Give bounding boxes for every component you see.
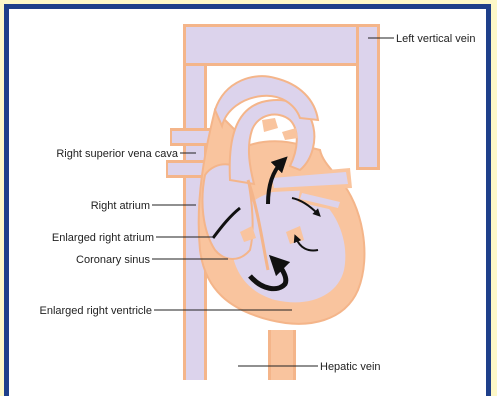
label-left-vertical-vein: Left vertical vein (396, 33, 475, 45)
label-hepatic-vein: Hepatic vein (320, 361, 381, 373)
label-right-superior-vena-cava: Right superior vena cava (56, 148, 179, 160)
label-right-atrium: Right atrium (91, 200, 150, 212)
label-enlarged-right-ventricle: Enlarged right ventricle (39, 305, 152, 317)
label-coronary-sinus: Coronary sinus (76, 254, 150, 266)
label-enlarged-right-atrium: Enlarged right atrium (52, 232, 154, 244)
